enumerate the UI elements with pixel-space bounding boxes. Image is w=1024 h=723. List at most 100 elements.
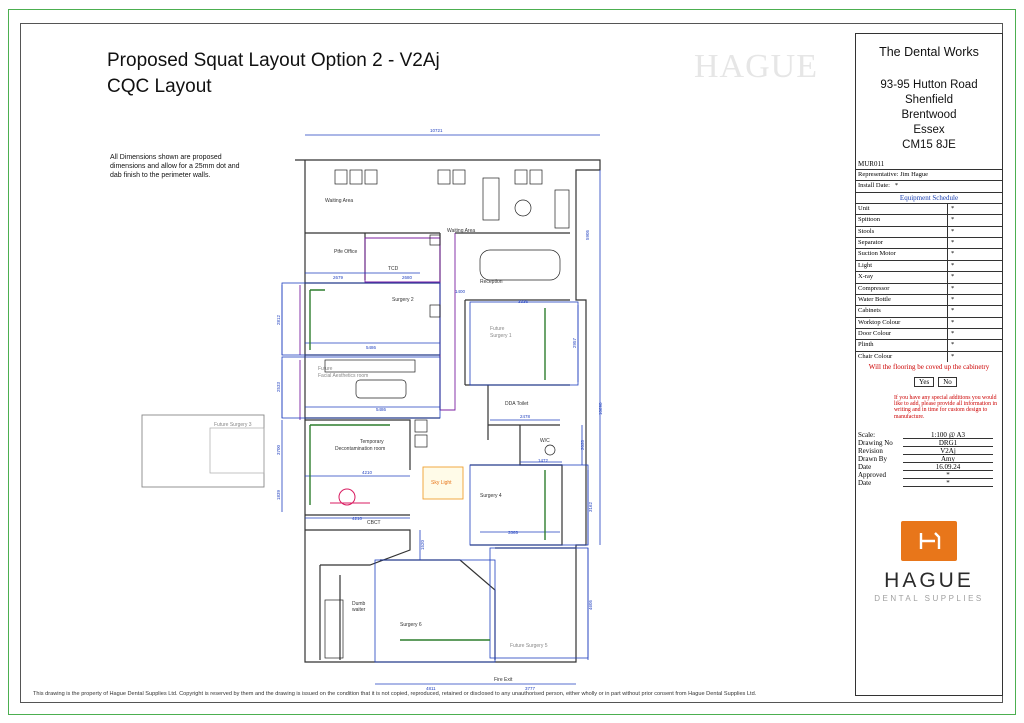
equipment-row: Suction Motor * [856,248,1003,260]
equipment-item: Water Bottle [858,295,891,303]
dim-s5-h: 4605 [588,599,593,610]
representative-label: Representative: [858,171,899,178]
dim-corr2: 1520 [420,539,425,550]
dim-cbct-h: 1839 [276,489,281,500]
dim-office-w: 2679 [333,275,344,280]
equipment-row: Worktop Colour* [856,316,1002,329]
equipment-value: * [947,226,1003,237]
dim-s4-h: 3162 [588,501,593,512]
equipment-value: * [947,329,1003,340]
equipment-row: Compressor* [856,282,1003,294]
copyright-footer: This drawing is the property of Hague De… [33,691,757,697]
info-label: Date [858,463,872,471]
dim-bottom-right: 3777 [525,686,536,691]
room-future-surgery-5: Future Surgery 5 [510,643,548,649]
equipment-row: Stools * [856,225,1003,237]
equipment-row: Light* [856,259,1003,272]
equipment-value: * [947,351,1003,363]
dim-s2-w: 5486 [366,345,377,350]
dim-wc-w: 1472 [538,458,549,463]
dim-s4-w: 3365 [508,530,519,535]
dim-decon-h: 3700 [276,444,281,455]
dim-corridor: 1400 [455,289,466,294]
equipment-row: Unit* [856,202,1002,215]
dimensions-note: All Dimensions shown are proposed dimens… [110,154,240,179]
brand-subtitle: DENTAL SUPPLIES [874,594,984,603]
title-block: The Dental Works 93-95 Hutton Road Shenf… [855,33,1003,696]
room-future-surgery-3: Future Surgery 3 [214,422,252,428]
info-row: Approved * [858,471,1000,479]
schedule-title: Equipment Schedule [856,191,1002,203]
title-line-2: CQC Layout [107,76,212,97]
equipment-value: * [947,272,1003,283]
equipment-row: X-ray * [856,271,1003,283]
room-sky-light: Sky Light [431,480,452,486]
dim-tcd-w: 2680 [402,275,413,280]
address-line: Brentwood [901,109,957,121]
equipment-item: Chair Colour [858,352,893,360]
info-label: Approved [858,471,886,479]
room-waiting-area-2: Waiting Area [447,228,475,234]
room-tcd: TCD [388,266,399,272]
equipment-row: Door Colour * [856,328,1003,340]
room-wc: W/C [540,438,550,444]
dim-bottom-left: 4811 [426,686,436,691]
address-line: Shenfield [905,94,953,106]
info-label: Drawn By [858,455,887,463]
equipment-item: Plinth [858,341,874,349]
info-value: * [903,471,993,479]
equipment-item: Separator [858,238,883,246]
equipment-value: * [947,283,1003,294]
no-option[interactable]: No [938,377,957,387]
dim-s1-w: 3336 [518,299,529,304]
equipment-item: Suction Motor [858,250,896,258]
dim-s1-h: 2957 [572,337,577,348]
company-address: 93-95 Hutton Road Shenfield Brentwood Es… [856,78,1002,153]
room-future-1-a: Future [490,326,505,332]
brand-name: HAGUE [884,569,974,592]
equipment-item: Spittoon [858,216,881,224]
equipment-item: Door Colour [858,330,892,338]
room-dumb-waiter-a: Dumb [352,601,366,607]
equipment-value: * [947,215,1003,226]
dim-overall-h: 10690 [598,402,603,415]
equipment-value: * [947,249,1003,260]
equipment-value: * [947,260,1003,272]
equipment-item: Stools [858,227,875,235]
info-label: Drawing No [858,439,893,447]
room-surgery-4: Surgery 4 [480,493,502,499]
equipment-value: * [947,340,1003,351]
dim-decon-w: 4210 [362,470,373,475]
address-line: 93-95 Hutton Road [880,79,978,91]
dim-facial-h: 2533 [276,381,281,392]
info-value: DRG1 [903,439,993,447]
equipment-item: Worktop Colour [858,318,901,326]
equipment-item: X-ray [858,273,874,281]
yes-option[interactable]: Yes [914,377,935,387]
info-value: * [903,479,993,487]
flooring-question: Will the flooring be coved up the cabine… [868,363,990,371]
special-additions-note: If you have any special additions you wo… [894,395,998,420]
dim-cbct-w: 4210 [352,516,363,521]
drawing-title: Proposed Squat Layout Option 2 - V2Aj CQ… [107,48,440,100]
install-date-label: Install Date: [858,182,890,190]
room-future-facial-b: Facial Aesthetics room [318,373,368,379]
info-value: 1:100 @ A3 [903,431,993,439]
equipment-row: Separator* [856,236,1002,249]
info-row: Date* [858,479,1000,487]
dim-s2-h: 2812 [276,314,281,325]
room-surgery-2: Surgery 2 [392,297,414,303]
room-future-facial-a: Future [318,366,333,372]
equipment-row: Cabinets* [856,305,1003,317]
hague-logo-icon [901,521,957,561]
address-line: Essex [913,124,945,136]
equipment-value: * [947,306,1003,317]
equipment-row: Plinth * [856,339,1003,351]
room-surgery-6: Surgery 6 [400,622,422,628]
equipment-row: Water Bottle* [856,293,1002,306]
building-outline [295,159,601,663]
